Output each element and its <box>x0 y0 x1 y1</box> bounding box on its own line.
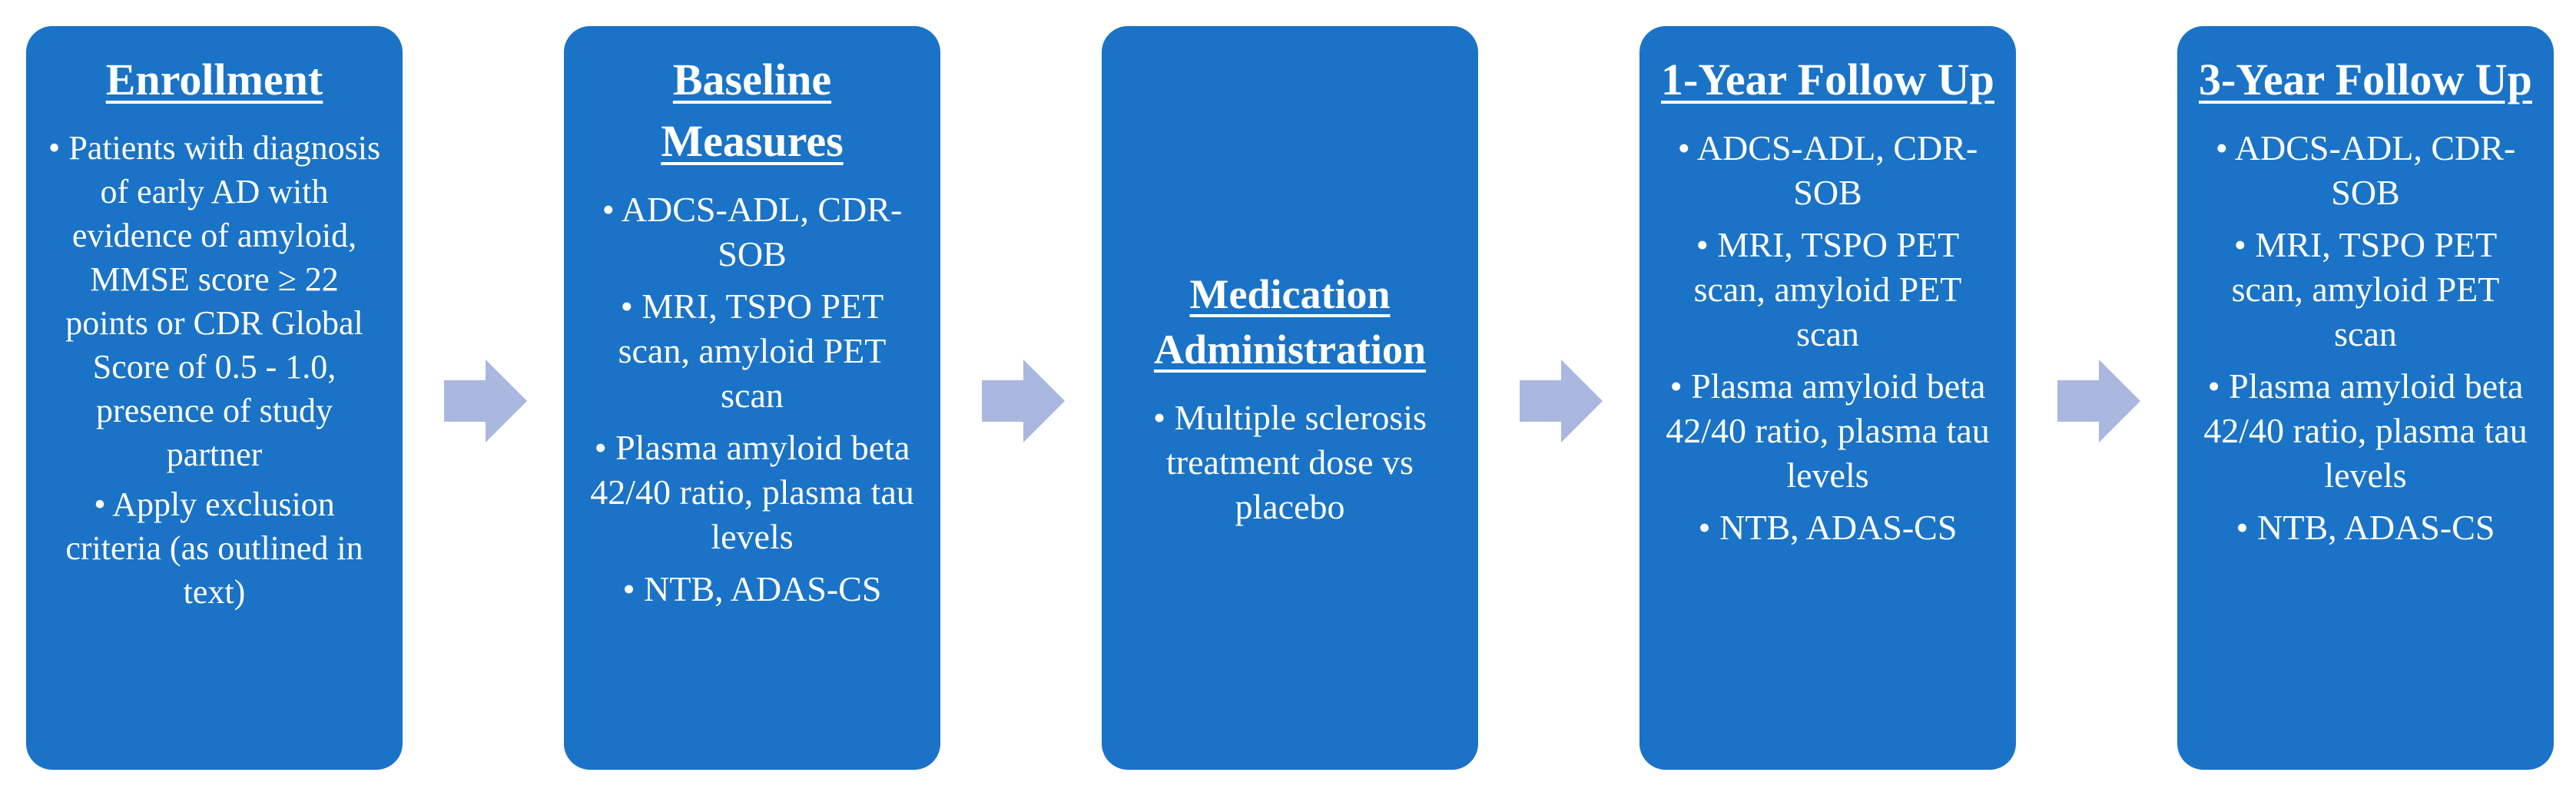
stage-item: • Plasma amyloid beta 42/40 ratio, plasm… <box>590 428 914 556</box>
stage-box-enrollment: Enrollment • Patients with diagnosis of … <box>26 26 403 770</box>
stage-item: • Plasma amyloid beta 42/40 ratio, plasm… <box>2203 366 2528 495</box>
stage-title: 1-Year Follow Up <box>1661 55 1994 104</box>
flow-arrow-icon <box>1520 360 1603 442</box>
stage-item: • ADCS-ADL, CDR-SOB <box>1677 128 1978 212</box>
stage-box-3-year-follow-up: 3-Year Follow Up • ADCS-ADL, CDR-SOB • M… <box>2177 26 2554 770</box>
stage-title: Baseline Measures <box>661 55 844 166</box>
stage-item: • NTB, ADAS-CS <box>2236 508 2495 547</box>
stage-item-list: • Multiple sclerosis treatment dose vs p… <box>1122 396 1458 537</box>
stage-item: • ADCS-ADL, CDR-SOB <box>2215 128 2516 212</box>
stage-item: • MRI, TSPO PET scan, amyloid PET scan <box>2231 225 2500 353</box>
flow-arrow-icon <box>444 360 527 442</box>
stage-title: 3-Year Follow Up <box>2199 55 2532 104</box>
stage-item-list: • Patients with diagnosis of early AD wi… <box>46 126 383 620</box>
stage-item: • ADCS-ADL, CDR-SOB <box>602 190 903 273</box>
stage-box-1-year-follow-up: 1-Year Follow Up • ADCS-ADL, CDR-SOB • M… <box>1639 26 2016 770</box>
stage-item: • NTB, ADAS-CS <box>1698 508 1958 547</box>
stage-item: • Multiple sclerosis treatment dose vs p… <box>1153 398 1427 526</box>
flow-arrow-icon <box>982 360 1065 442</box>
stage-box-baseline-measures: Baseline Measures • ADCS-ADL, CDR-SOB • … <box>564 26 940 770</box>
stage-item: • MRI, TSPO PET scan, amyloid PET scan <box>1693 225 1962 353</box>
stage-item: • Patients with diagnosis of early AD wi… <box>48 129 381 473</box>
stage-item: • Plasma amyloid beta 42/40 ratio, plasm… <box>1666 366 1990 495</box>
stage-item-list: • ADCS-ADL, CDR-SOB • MRI, TSPO PET scan… <box>2197 126 2534 558</box>
stage-item: • Apply exclusion criteria (as outlined … <box>65 486 363 611</box>
stage-title: Medication Administration <box>1153 271 1427 373</box>
stage-item: • NTB, ADAS-CS <box>622 569 882 608</box>
stage-item-list: • ADCS-ADL, CDR-SOB • MRI, TSPO PET scan… <box>1659 126 1996 558</box>
flow-arrow-icon <box>2057 360 2140 442</box>
stage-item: • MRI, TSPO PET scan, amyloid PET scan <box>618 287 887 415</box>
stage-title: Enrollment <box>105 55 323 104</box>
stage-item-list: • ADCS-ADL, CDR-SOB • MRI, TSPO PET scan… <box>584 187 920 619</box>
stage-box-medication-administration: Medication Administration • Multiple scl… <box>1102 26 1478 770</box>
